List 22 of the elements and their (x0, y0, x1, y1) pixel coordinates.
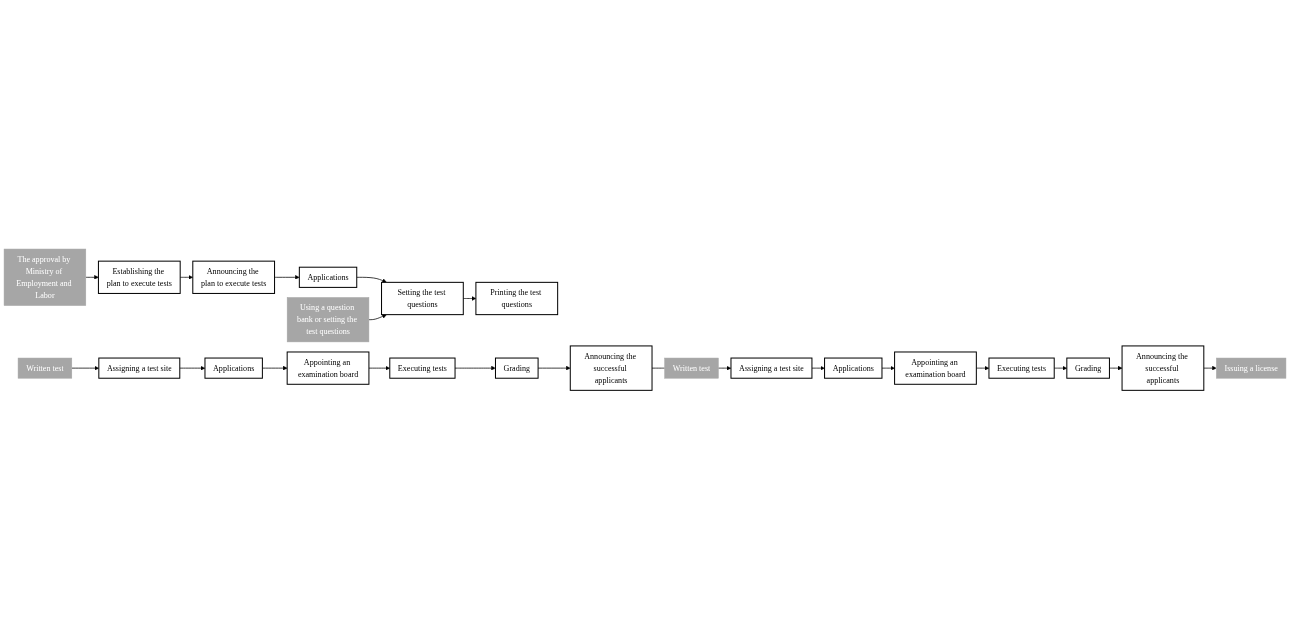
node-box: Issuing a license (1216, 358, 1287, 379)
node-box: Announcing the successful applicants (569, 345, 653, 392)
node-box: The approval by Ministry of Employment and Labor (3, 249, 87, 307)
node-box: Appointing an examination board (286, 351, 370, 386)
node-box: Applications (824, 357, 883, 380)
node-box: Executing tests (389, 357, 456, 380)
node-box: Applications (204, 357, 263, 380)
node-box: Establishing the plan to execute tests (97, 260, 181, 295)
node-box: Printing the test questions (475, 282, 559, 316)
node-box: Written test (664, 358, 719, 379)
node-box: Grading (494, 357, 539, 380)
node-box: Announcing the plan to execute tests (192, 260, 276, 295)
node-box: Written test (17, 358, 73, 379)
node-box: Assigning a test site (98, 357, 181, 380)
node-box: Assigning a test site (730, 357, 813, 380)
node-box: Using a question bank or setting the test questions (286, 297, 370, 343)
node-box: Grading (1066, 357, 1110, 380)
node-box: Executing tests (988, 357, 1055, 380)
node-box: Setting the test questions (381, 282, 464, 316)
node-box: Announcing the successful applicants (1121, 345, 1205, 392)
node-box: Applications (298, 267, 358, 289)
node-box: Appointing an examination board (894, 351, 977, 386)
